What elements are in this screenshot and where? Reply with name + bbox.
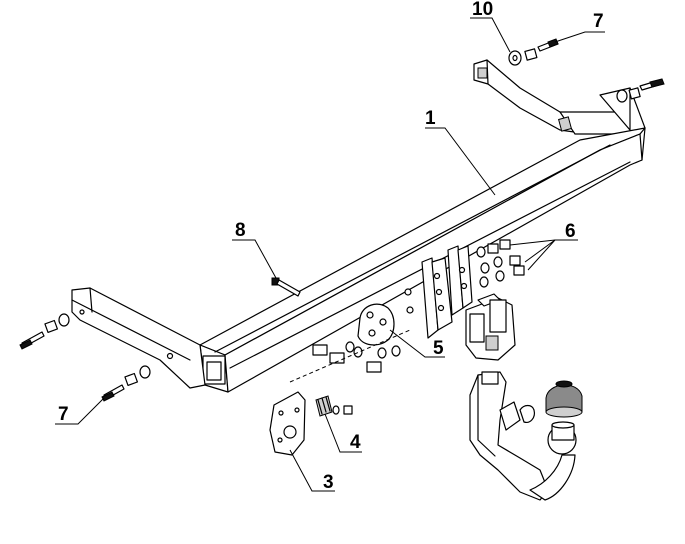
bolt-set-6 (476, 239, 525, 288)
callout-3: 3 (323, 472, 334, 493)
bolt-set-top (508, 38, 559, 66)
coupling-socket (465, 293, 516, 361)
bolt-set-5 (312, 341, 401, 373)
socket-bracket-3 (269, 329, 411, 456)
callout-1: 1 (425, 108, 436, 129)
bolt-set-left (19, 313, 70, 350)
callout-5: 5 (433, 338, 444, 359)
bolt-8 (271, 277, 301, 297)
callout-7-top: 7 (593, 11, 604, 32)
callout-6: 6 (565, 221, 576, 242)
callout-4: 4 (350, 432, 361, 453)
detachable-tow-ball (469, 371, 583, 501)
callout-10: 10 (472, 0, 493, 20)
bolt-set-right (616, 78, 665, 103)
bolt-set-lower-left (101, 365, 151, 402)
cross-beam (71, 59, 646, 393)
leader-lines (55, 17, 605, 492)
callout-8: 8 (235, 220, 246, 241)
callout-7-left: 7 (58, 404, 69, 425)
ball-mount-bracket (357, 245, 473, 346)
spring-4 (315, 395, 353, 417)
